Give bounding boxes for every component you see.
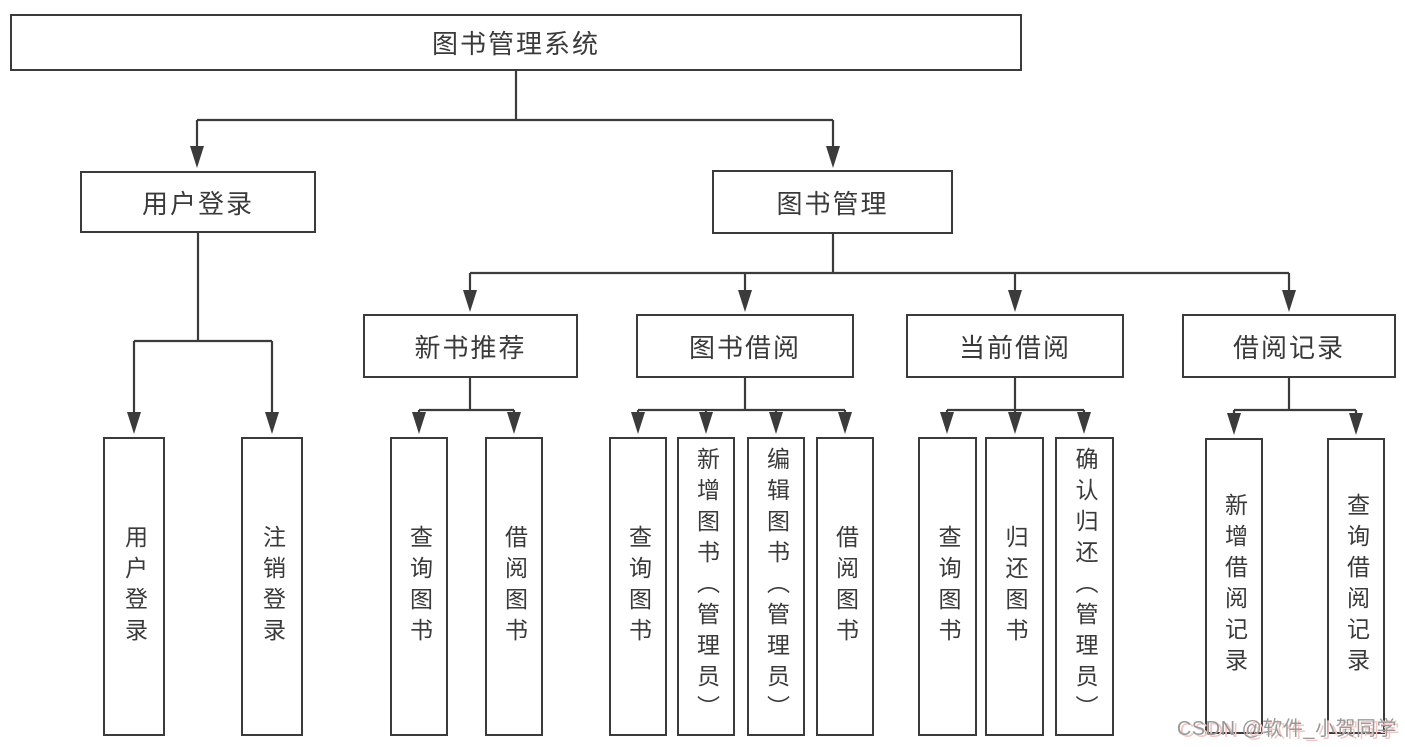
node-current-borrow-label: 当前借阅 [958, 332, 1071, 363]
leaf-user-login-label: 用户登录 [121, 524, 148, 649]
node-root-label: 图书管理系统 [431, 29, 600, 59]
leaf-query-books-1: 查询图书 [390, 437, 448, 736]
leaf-add-books-admin: 新增图书（管理员） [677, 437, 735, 736]
leaf-return-books-label: 归还图书 [1002, 524, 1028, 649]
leaf-confirm-return-admin: 确认归还（管理员） [1055, 437, 1114, 736]
node-book-mgmt: 图书管理 [712, 170, 953, 234]
leaf-edit-books-admin-label: 编辑图书（管理员） [763, 447, 790, 726]
leaf-add-borrow-record: 新增借阅记录 [1205, 438, 1263, 734]
node-borrow-records: 借阅记录 [1182, 314, 1396, 378]
leaf-query-books-2: 查询图书 [609, 437, 667, 736]
node-book-mgmt-label: 图书管理 [776, 188, 889, 219]
leaf-query-borrow-record: 查询借阅记录 [1327, 438, 1385, 734]
node-book-borrow: 图书借阅 [636, 314, 854, 378]
leaf-logout-label: 注销登录 [259, 524, 286, 649]
node-new-books: 新书推荐 [363, 314, 578, 378]
leaf-user-login: 用户登录 [103, 437, 165, 736]
node-book-borrow-label: 图书借阅 [688, 332, 801, 363]
leaf-borrow-books-2-label: 借阅图书 [832, 524, 859, 649]
leaf-borrow-books-1-label: 借阅图书 [501, 524, 528, 649]
leaf-edit-books-admin: 编辑图书（管理员） [747, 437, 805, 736]
leaf-return-books: 归还图书 [985, 437, 1044, 736]
leaf-borrow-books-1: 借阅图书 [485, 437, 543, 736]
leaf-query-books-3: 查询图书 [918, 437, 977, 736]
leaf-query-books-3-label: 查询图书 [935, 524, 961, 649]
node-root: 图书管理系统 [10, 14, 1022, 71]
leaf-query-books-2-label: 查询图书 [625, 524, 652, 649]
leaf-add-books-admin-label: 新增图书（管理员） [693, 447, 720, 726]
leaf-borrow-books-2: 借阅图书 [816, 437, 874, 736]
leaf-logout: 注销登录 [241, 437, 303, 736]
leaf-query-borrow-record-label: 查询借阅记录 [1343, 493, 1370, 679]
leaf-confirm-return-admin-label: 确认归还（管理员） [1072, 447, 1098, 726]
node-new-books-label: 新书推荐 [414, 332, 527, 363]
node-user-login-label: 用户登录 [141, 188, 254, 219]
leaf-query-books-1-label: 查询图书 [406, 524, 433, 649]
node-borrow-records-label: 借阅记录 [1232, 332, 1345, 363]
node-user-login: 用户登录 [80, 171, 316, 233]
csdn-watermark: CSDN @软件_小贺同学 [1176, 718, 1397, 740]
leaf-add-borrow-record-label: 新增借阅记录 [1221, 493, 1248, 679]
node-current-borrow: 当前借阅 [906, 314, 1124, 378]
